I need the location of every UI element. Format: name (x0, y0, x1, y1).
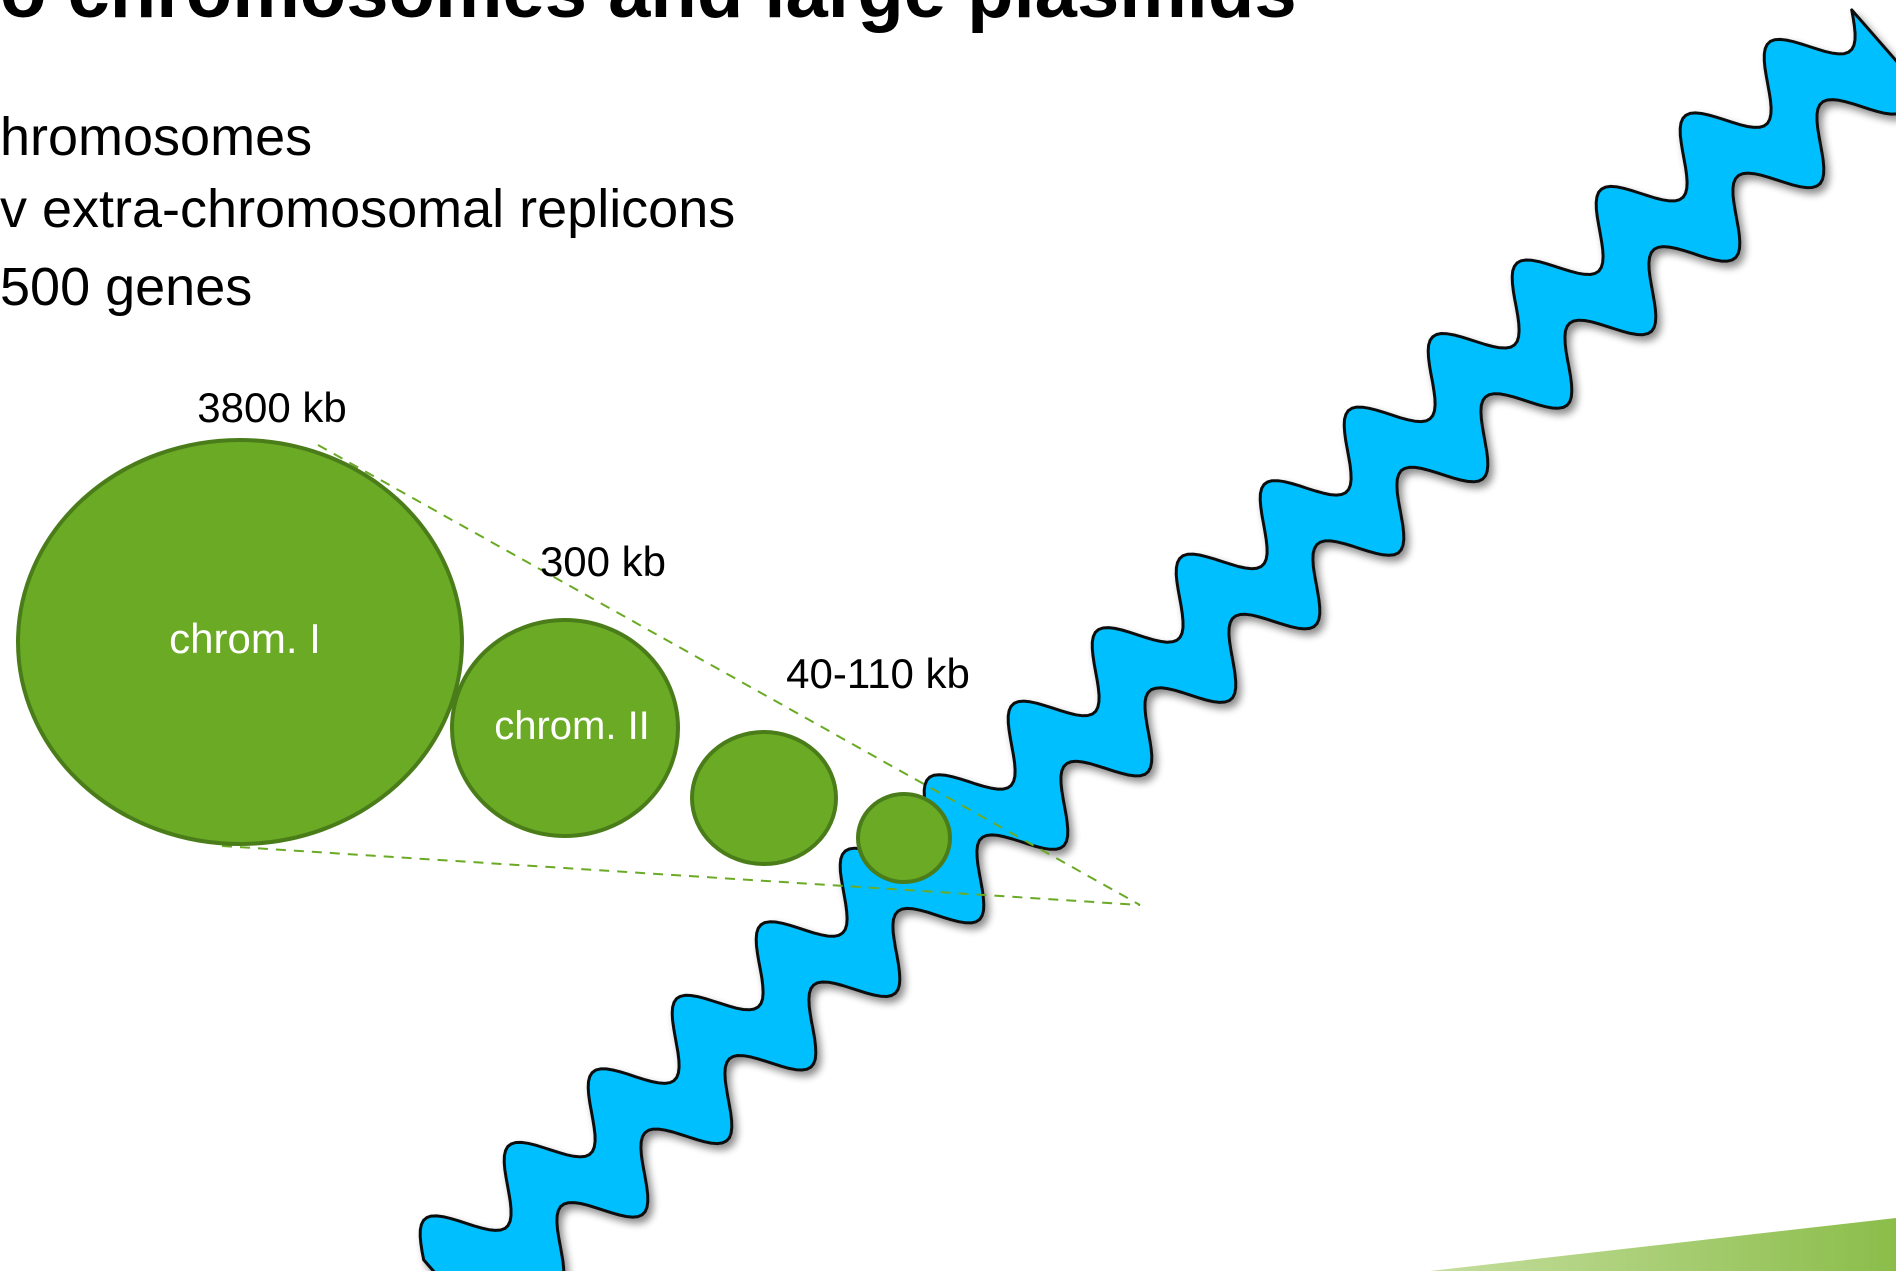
slide-title: o chromosomes and large plasmids (0, 0, 1297, 30)
size-label-chrom1: 3800 kb (197, 384, 346, 431)
size-label-plasmids: 40-110 kb (786, 650, 970, 697)
chromosome-1-label: chrom. I (169, 615, 321, 662)
corner-accent (1430, 1218, 1896, 1271)
guide-line-bottom (221, 845, 1141, 906)
guide-lines (221, 444, 1141, 906)
bullet-item: hromosomes (0, 107, 313, 167)
size-label-chrom2: 300 kb (540, 538, 666, 585)
chromosome-1-circle (16, 438, 464, 846)
plasmid-small-circle (856, 792, 952, 884)
chromosome-2-label: chrom. II (494, 704, 650, 748)
chromosome-2-circle (450, 618, 680, 838)
bullet-item: 500 genes (0, 257, 253, 317)
guide-line-top (317, 444, 1141, 906)
bullet-item: v extra-chromosomal replicons (0, 179, 736, 239)
plasmid-large-circle (690, 730, 838, 866)
dna-strand (418, 8, 1896, 1271)
